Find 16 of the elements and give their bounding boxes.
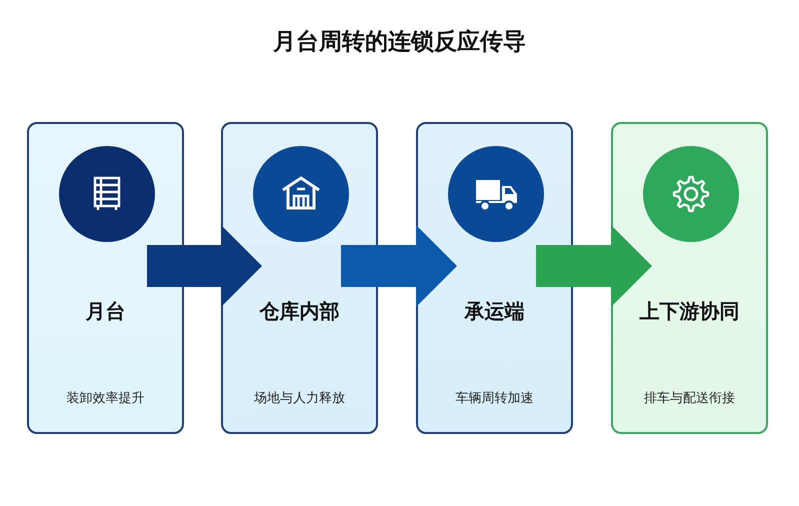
stage-title: 仓库内部 xyxy=(258,298,340,325)
block-arrow xyxy=(536,225,652,307)
diagram-title: 月台周转的连锁反应传导 xyxy=(272,28,527,57)
stage-description: 装卸效率提升 xyxy=(66,390,146,407)
block-arrow xyxy=(147,225,262,307)
stage-title: 月台 xyxy=(84,298,126,325)
stage-description: 车辆周转加速 xyxy=(454,390,534,407)
stage-description: 排车与配送衔接 xyxy=(643,390,736,407)
stage-title: 上下游协同 xyxy=(638,298,740,325)
process-card xyxy=(27,122,184,434)
process-card xyxy=(221,122,378,434)
process-card xyxy=(611,122,768,434)
block-arrow xyxy=(341,225,457,307)
process-card xyxy=(416,122,573,434)
stage-title: 承运端 xyxy=(463,298,526,325)
stage-description: 场地与人力释放 xyxy=(253,390,346,407)
